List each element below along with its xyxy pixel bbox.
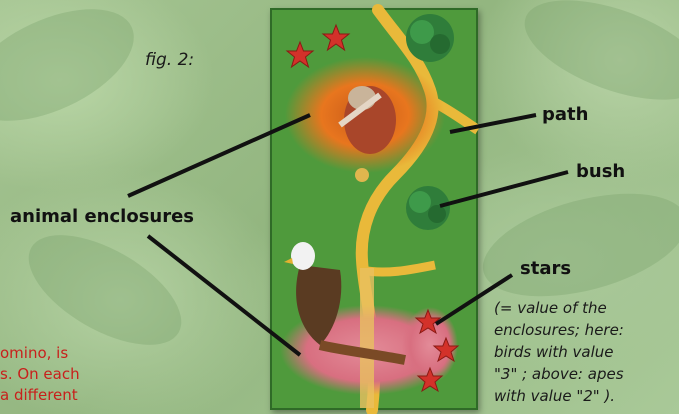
- callout-line-ape-enclosure: [128, 115, 310, 196]
- star-icon: [323, 25, 349, 50]
- path-bridge: [360, 268, 374, 408]
- label-bush: bush: [576, 161, 625, 182]
- callout-line-bird-enclosure: [148, 236, 300, 355]
- callout-line-bush: [440, 172, 568, 206]
- bush-icon: [406, 14, 454, 62]
- side-description-text: omino, is s. On each a different: [0, 343, 140, 406]
- stars-explanation-note: (= value of the enclosures; here: birds …: [494, 297, 624, 407]
- label-path: path: [542, 104, 588, 125]
- star-icon: [287, 42, 313, 67]
- label-stars: stars: [520, 258, 571, 279]
- label-animal-enclosures: animal enclosures: [10, 206, 194, 227]
- bush-icon: [406, 186, 450, 230]
